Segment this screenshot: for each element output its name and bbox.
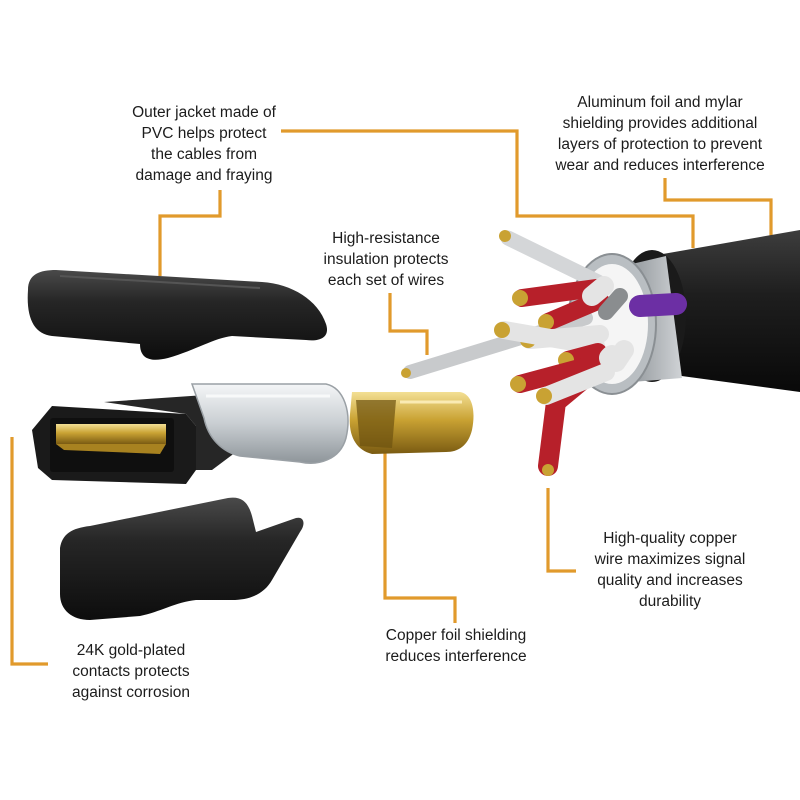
- aluminum-foil-label: Aluminum foil and mylar shielding provid…: [555, 94, 765, 174]
- clear-molding: [190, 383, 349, 464]
- gold-contacts-label: 24K gold-plated contacts protects agains…: [71, 642, 191, 701]
- top-shell: [27, 270, 328, 360]
- copper-wire-label: High-quality copper wire maximizes signa…: [594, 530, 746, 610]
- outer-jacket-label: Outer jacket made of PVC helps protect t…: [132, 104, 276, 184]
- gold-contacts: [56, 424, 166, 454]
- wire-bundle: [401, 230, 687, 476]
- leader-copper-wire: [546, 488, 576, 573]
- leader-gold-contacts: [10, 437, 48, 666]
- bottom-shell: [60, 497, 304, 620]
- leader-aluminum-foil-right: [663, 178, 773, 246]
- leader-aluminum-foil: [281, 129, 695, 248]
- copper-foil-label: Copper foil shielding reduces interferen…: [385, 627, 527, 665]
- insulation-label: High-resistance insulation protects each…: [323, 230, 449, 289]
- leader-insulation: [388, 293, 429, 355]
- leader-copper-foil: [383, 452, 457, 623]
- leader-outer-jacket: [158, 190, 222, 276]
- copper-foil-shield: [349, 392, 474, 454]
- leader-lines: [10, 129, 773, 666]
